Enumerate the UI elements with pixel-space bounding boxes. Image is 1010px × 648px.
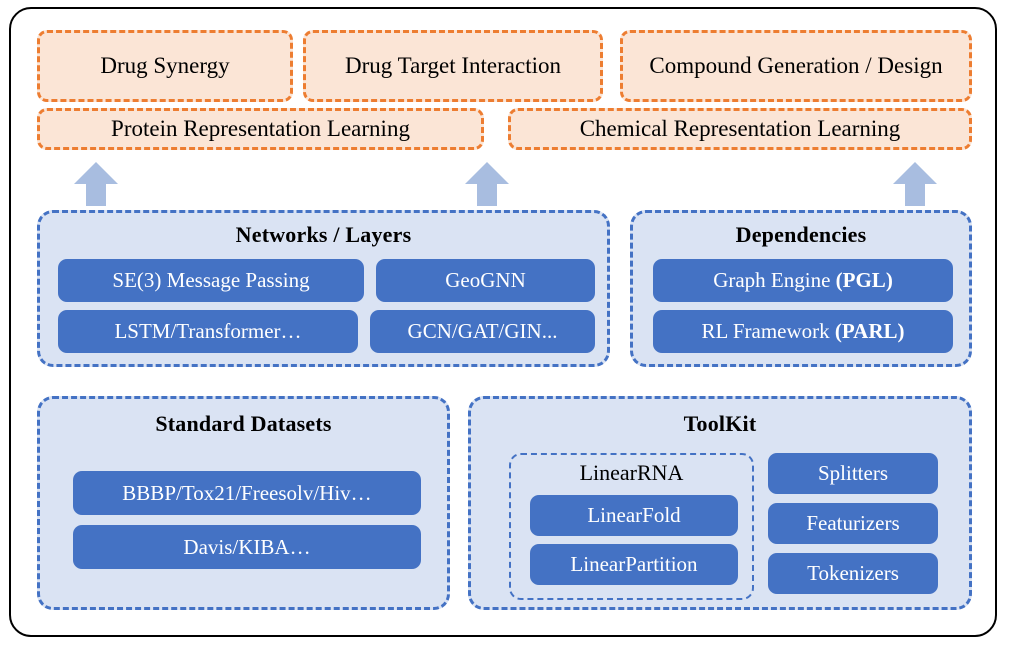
pill-tokenizers[interactable]: Tokenizers (768, 553, 938, 594)
task-label: Compound Generation / Design (649, 53, 943, 79)
pill-label: Tokenizers (807, 561, 899, 586)
pill-lstm-transformer[interactable]: LSTM/Transformer… (58, 310, 358, 353)
pill-label: LinearFold (587, 503, 681, 528)
pill-label: Graph Engine (PGL) (713, 269, 893, 291)
pill-label: LSTM/Transformer… (114, 319, 302, 344)
task-box-chemical-representation-learning[interactable]: Chemical Representation Learning (508, 108, 972, 150)
task-box-compound-generation-design[interactable]: Compound Generation / Design (620, 30, 972, 102)
pill-label: GCN/GAT/GIN... (407, 319, 558, 344)
panel-standard-datasets: Standard Datasets BBBP/Tox21/Freesolv/Hi… (37, 396, 450, 610)
panel-networks-layers: Networks / Layers SE(3) Message Passing … (37, 210, 610, 367)
panel-title: Dependencies (735, 222, 867, 247)
pill-geognn[interactable]: GeoGNN (376, 259, 595, 302)
pill-splitters[interactable]: Splitters (768, 453, 938, 494)
pill-label: GeoGNN (445, 268, 526, 293)
arrow-to-chemical-representation-icon (463, 160, 511, 208)
task-box-drug-target-interaction[interactable]: Drug Target Interaction (303, 30, 603, 102)
pill-bbbp-tox21-freesolv-hiv[interactable]: BBBP/Tox21/Freesolv/Hiv… (73, 471, 421, 515)
pill-rl-framework-parl[interactable]: RL Framework (PARL) (653, 310, 953, 353)
task-box-protein-representation-learning[interactable]: Protein Representation Learning (37, 108, 484, 150)
subpanel-title: LinearRNA (579, 460, 684, 485)
task-label: Drug Synergy (100, 53, 230, 79)
pill-label-emphasis: (PGL) (835, 268, 893, 293)
pill-label: SE(3) Message Passing (112, 268, 310, 293)
pill-label: BBBP/Tox21/Freesolv/Hiv… (122, 480, 372, 505)
outer-frame (9, 7, 997, 637)
pill-davis-kiba[interactable]: Davis/KIBA… (73, 525, 421, 569)
pill-linearfold[interactable]: LinearFold (530, 495, 738, 536)
pill-label: Splitters (817, 461, 888, 486)
pill-label: Featurizers (806, 511, 900, 536)
pill-label-emphasis: (PARL) (834, 319, 905, 344)
pill-label-prefix: RL Framework (701, 319, 835, 344)
pill-label: RL Framework (PARL) (702, 320, 905, 342)
panel-title: Standard Datasets (155, 411, 332, 436)
panel-title: Networks / Layers (235, 222, 412, 247)
pill-featurizers[interactable]: Featurizers (768, 503, 938, 544)
subpanel-linearrna: LinearRNA LinearFold LinearPartition (509, 453, 754, 600)
task-label: Drug Target Interaction (345, 53, 561, 79)
pill-linearpartition[interactable]: LinearPartition (530, 544, 738, 585)
pill-label: LinearPartition (570, 552, 698, 577)
pill-label: Davis/KIBA… (183, 534, 311, 559)
task-box-drug-synergy[interactable]: Drug Synergy (37, 30, 293, 102)
task-label: Protein Representation Learning (111, 116, 410, 142)
pill-se3-message-passing[interactable]: SE(3) Message Passing (58, 259, 364, 302)
panel-title: ToolKit (683, 411, 757, 436)
arrow-to-protein-representation-icon (72, 160, 120, 208)
pill-graph-engine-pgl[interactable]: Graph Engine (PGL) (653, 259, 953, 302)
arrow-to-dependencies-icon (891, 160, 939, 208)
pill-gcn-gat-gin[interactable]: GCN/GAT/GIN... (370, 310, 595, 353)
pill-label-prefix: Graph Engine (713, 268, 836, 293)
panel-dependencies: Dependencies Graph Engine (PGL) RL Frame… (630, 210, 972, 367)
panel-toolkit: ToolKit LinearRNA LinearFold LinearParti… (468, 396, 972, 610)
task-label: Chemical Representation Learning (579, 116, 901, 142)
